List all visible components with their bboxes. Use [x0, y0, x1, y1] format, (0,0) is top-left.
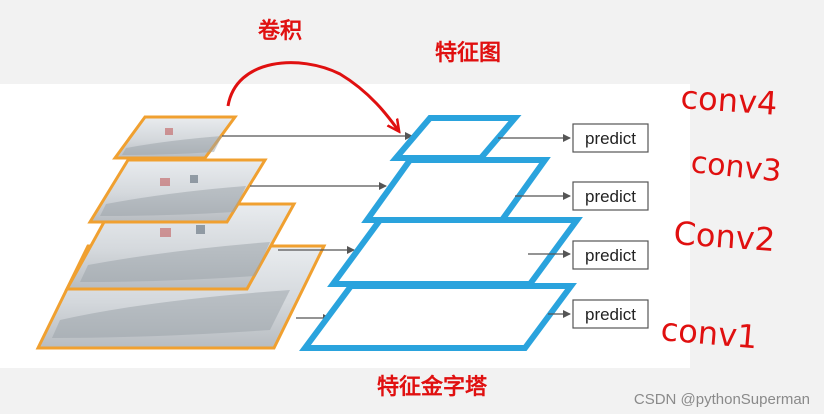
image-level-3 [87, 158, 268, 224]
conv2-label: Conv2 [672, 214, 776, 259]
predict-label-3: predict [585, 187, 636, 206]
feature-level-1 [299, 283, 577, 351]
image-level-4 [112, 115, 238, 160]
convolution-label: 卷积 [257, 18, 302, 44]
predict-arrows [498, 134, 571, 318]
predict-label-4: predict [585, 129, 636, 148]
image-pyramid [35, 115, 327, 350]
predict-label-2: predict [585, 246, 636, 265]
predict-box-3: predict [572, 181, 649, 211]
conv4-label: conv4 [679, 78, 778, 123]
conv1-label: conv1 [659, 310, 759, 356]
feature-pyramid [299, 115, 583, 351]
predict-box-1: predict [572, 299, 649, 329]
predict-label-1: predict [585, 305, 636, 324]
convolution-arrow [226, 61, 398, 130]
image-level-2 [64, 202, 297, 291]
predict-box-4: predict [572, 123, 649, 153]
feature-level-2 [327, 217, 583, 287]
lateral-arrows [222, 132, 413, 322]
predict-boxes: predict predict predict predict [572, 123, 649, 329]
watermark: CSDN @pythonSuperman [634, 391, 810, 408]
conv3-label: conv3 [689, 145, 783, 189]
feature-level-3 [361, 157, 551, 223]
feature-map-label: 特征图 [435, 40, 501, 66]
predict-box-2: predict [572, 240, 649, 270]
feature-pyramid-label: 特征金字塔 [377, 374, 488, 400]
feature-level-4 [389, 115, 522, 161]
